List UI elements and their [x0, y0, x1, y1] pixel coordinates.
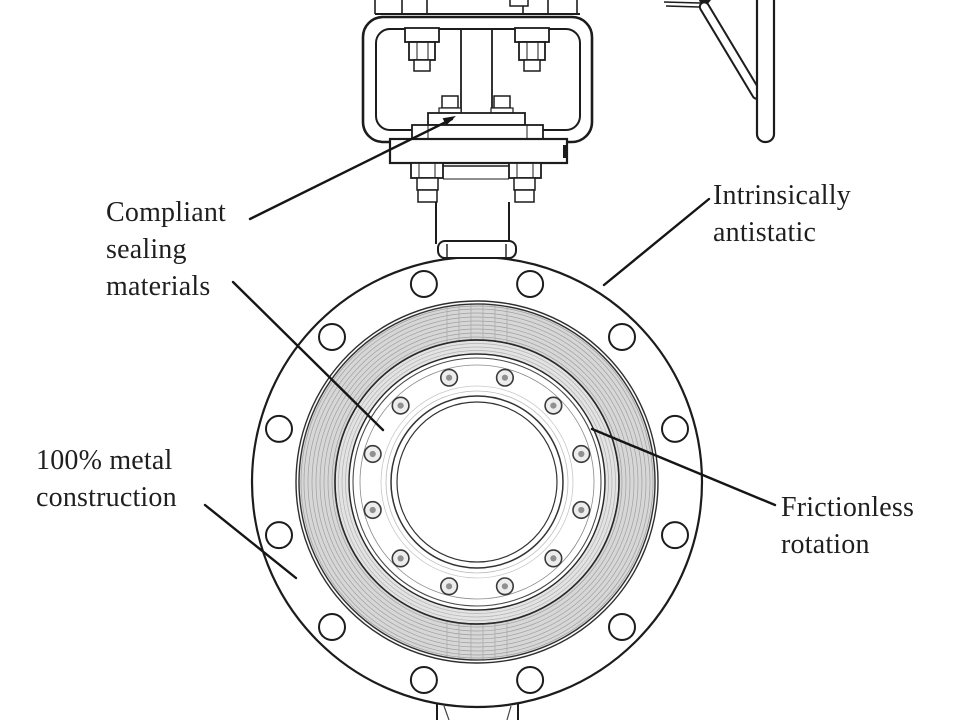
- gland-bolt: [490, 95, 514, 114]
- valve-neck: [435, 202, 510, 244]
- flange-bolt-hole: [661, 414, 689, 443]
- leader-arrowhead: [442, 116, 456, 126]
- seal-bolt: [440, 577, 459, 596]
- gland-bolt: [438, 95, 462, 114]
- flange-bolt-hole: [265, 521, 293, 550]
- leader-lines: [203, 116, 777, 580]
- flange-bolt-hole: [516, 270, 545, 298]
- packing-gland: [411, 95, 544, 140]
- base-plate: [388, 137, 569, 165]
- seal-bolt: [391, 549, 410, 568]
- leader-antistatic: [602, 197, 711, 287]
- actuator-top-plate: [374, 0, 580, 15]
- callout-frictionless-rotation: Frictionless rotation: [781, 492, 915, 560]
- retainer-rings: [352, 357, 602, 607]
- neck-bolt-right: [508, 162, 542, 203]
- neck-cross-lines: [443, 165, 509, 180]
- hand-lever: [663, 0, 776, 144]
- top-trunnion: [437, 240, 517, 259]
- valve-body: [250, 255, 704, 709]
- bracket-bolt-right: [514, 27, 550, 72]
- callout-intrinsically-antistatic: Intrinsically antistatic: [713, 180, 851, 248]
- top-plate-notch: [509, 0, 529, 7]
- seal-bolt: [363, 444, 382, 464]
- flange-bolt-hole: [265, 414, 293, 443]
- callout-compliant-sealing-materials: Compliant sealing materials: [106, 197, 227, 302]
- flange-bolt-hole: [409, 666, 438, 694]
- flange-bolt-hole: [608, 613, 636, 641]
- seal-retainer-bolts: [363, 368, 591, 596]
- bracket-bolt-left: [404, 27, 440, 72]
- leader-frictionless: [590, 427, 777, 507]
- valve-bore: [390, 395, 564, 569]
- seal-bolt: [572, 444, 591, 464]
- leader-compliant-top: [248, 117, 454, 221]
- flange-bolt-holes: [265, 270, 689, 694]
- seal-bolt: [544, 396, 563, 415]
- callout-metal-construction: 100% metal construction: [36, 445, 177, 513]
- hatch-cross-ticks: [446, 303, 508, 661]
- flange-bolt-hole: [608, 323, 636, 351]
- neck-bolt-left: [410, 162, 444, 203]
- lever-brace: [698, 1, 763, 100]
- seal-bolt: [572, 500, 591, 520]
- flange-bolt-hole: [318, 323, 346, 351]
- flange-bolt-hole: [409, 270, 438, 298]
- flange-bolt-hole: [661, 521, 689, 550]
- leader-metal: [203, 503, 298, 580]
- lever-bar: [755, 0, 776, 144]
- base-plate-notch: [563, 145, 568, 158]
- seal-bolt: [440, 368, 459, 387]
- valve-stem: [460, 30, 493, 112]
- leader-compliant-bottom: [231, 280, 385, 432]
- flange-bolt-hole: [516, 666, 545, 694]
- seal-bolt: [495, 577, 515, 596]
- seal-bolt: [363, 500, 382, 520]
- seat-hatch-band: [336, 341, 618, 623]
- gland-flange: [411, 124, 544, 140]
- bottom-trunnion: [436, 704, 519, 720]
- body-hatch-ring: [298, 303, 656, 661]
- seal-bolt: [544, 549, 563, 568]
- seal-bolt: [495, 368, 515, 387]
- seal-bolt: [391, 396, 410, 415]
- flange-bolt-hole: [318, 613, 346, 641]
